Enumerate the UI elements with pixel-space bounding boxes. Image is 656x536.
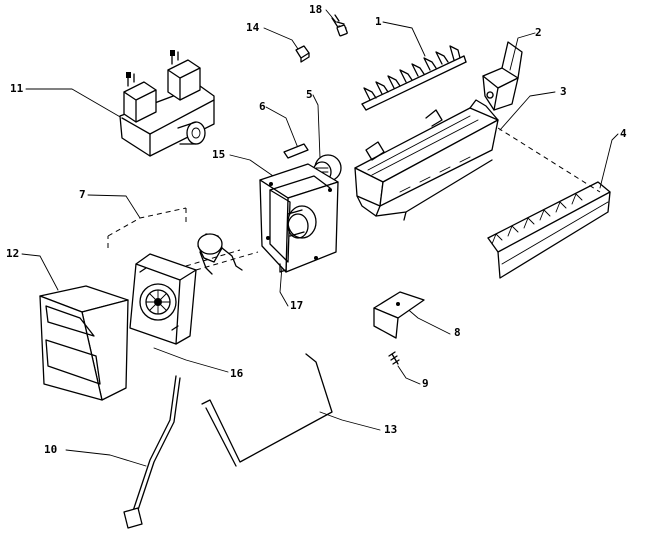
part-10-wire-harness <box>123 375 181 529</box>
callout-5: 5 <box>306 88 313 101</box>
part-4-stripper <box>487 181 611 279</box>
part-8-bracket <box>373 291 425 339</box>
callout-3: 3 <box>560 85 567 98</box>
callout-12: 12 <box>6 247 20 260</box>
part-13-feeler-arm <box>201 353 333 467</box>
part-18-screw <box>331 14 348 37</box>
callout-10: 10 <box>44 443 58 456</box>
callout-8: 8 <box>454 326 461 339</box>
callout-11: 11 <box>10 82 24 95</box>
callout-6: 6 <box>259 100 266 113</box>
callout-13: 13 <box>384 423 398 436</box>
part-3-ice-mold <box>354 99 499 221</box>
part-9-screw <box>388 351 400 365</box>
callout-15: 15 <box>212 148 226 161</box>
part-15-housing <box>259 163 339 273</box>
callout-18: 18 <box>309 3 323 16</box>
callout-4: 4 <box>620 127 627 140</box>
dashed-link-mold-stripper <box>497 127 601 193</box>
part-6-plate <box>283 143 309 159</box>
callout-17: 17 <box>290 299 304 312</box>
part-11-water-valve <box>119 50 215 157</box>
part-12-cover <box>39 285 129 401</box>
callout-16: 16 <box>230 367 244 380</box>
part-1-ejector <box>361 45 467 111</box>
part-7-thermostat <box>107 207 243 275</box>
callout-9: 9 <box>422 377 429 390</box>
part-14-clip <box>295 45 310 63</box>
part-16-module <box>129 249 259 345</box>
callout-14: 14 <box>246 21 260 34</box>
callout-2: 2 <box>535 26 542 39</box>
callout-1: 1 <box>375 15 382 28</box>
callout-7: 7 <box>79 188 86 201</box>
part-2-bracket <box>482 41 523 111</box>
part-17-clip <box>279 263 287 273</box>
